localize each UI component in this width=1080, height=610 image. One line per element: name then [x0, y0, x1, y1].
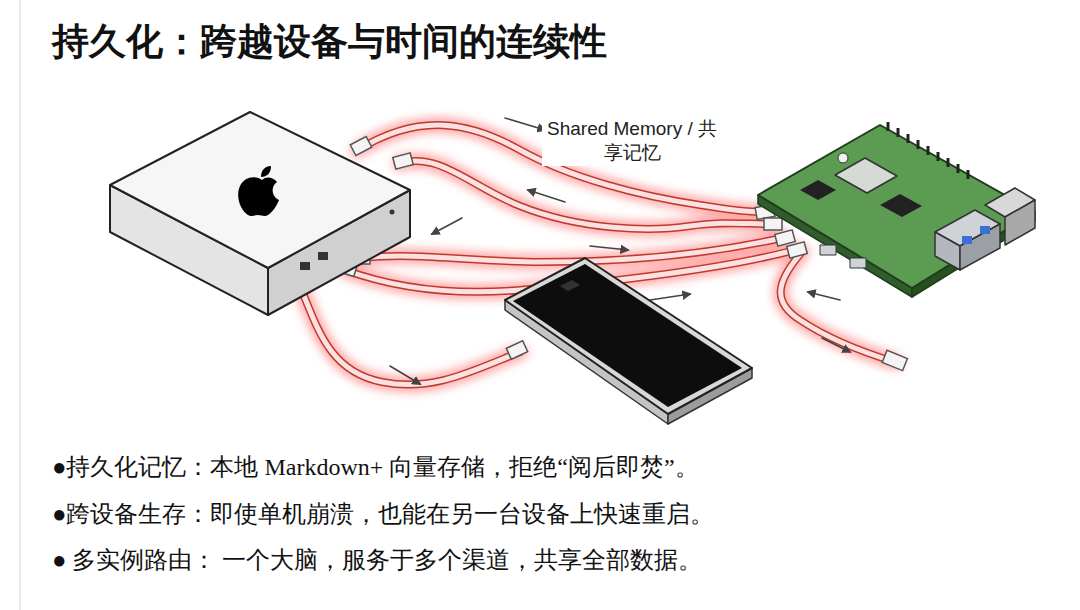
smartphone	[505, 258, 752, 424]
bullet-point: ● 多实例路由： 一个大脑，服务于多个渠道，共享全部数据。	[52, 545, 1052, 576]
bullet-point: ●跨设备生存：即使单机崩溃，也能在另一台设备上快速重启。	[52, 499, 1052, 530]
shared-memory-label: Shared Memory / 共享记忆	[542, 116, 722, 166]
page-title: 持久化：跨越设备与时间的连续性	[52, 20, 1052, 64]
raspberry-pi	[758, 122, 1035, 297]
mac-mini	[110, 112, 410, 315]
apple-logo	[238, 166, 279, 216]
bullet-point: ●持久化记忆：本地 Markdown+ 向量存储，拒绝“阅后即焚”。	[52, 452, 1052, 483]
page-edge	[19, 0, 21, 610]
gpio-pins	[888, 122, 968, 179]
